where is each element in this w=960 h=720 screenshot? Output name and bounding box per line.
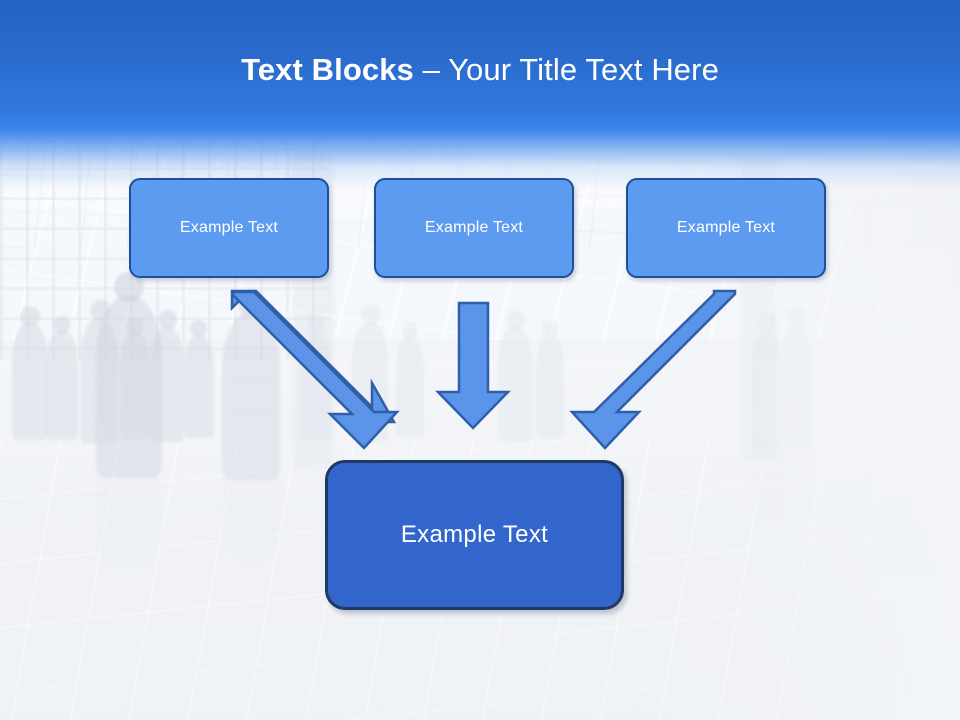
text-block-2[interactable]: Example Text (374, 178, 574, 278)
text-block-3[interactable]: Example Text (626, 178, 826, 278)
result-text-block-label: Example Text (400, 521, 549, 548)
page-title-rest: Your Title Text Here (448, 52, 719, 87)
page-title: Text Blocks – Your Title Text Here (0, 52, 960, 88)
text-block-1-label: Example Text (179, 219, 279, 236)
text-block-3-label: Example Text (676, 219, 776, 236)
text-block-1[interactable]: Example Text (129, 178, 329, 278)
text-block-2-label: Example Text (424, 219, 524, 236)
result-text-block[interactable]: Example Text (325, 460, 624, 610)
page-title-strong: Text Blocks (241, 52, 414, 87)
page-title-separator: – (413, 52, 449, 87)
